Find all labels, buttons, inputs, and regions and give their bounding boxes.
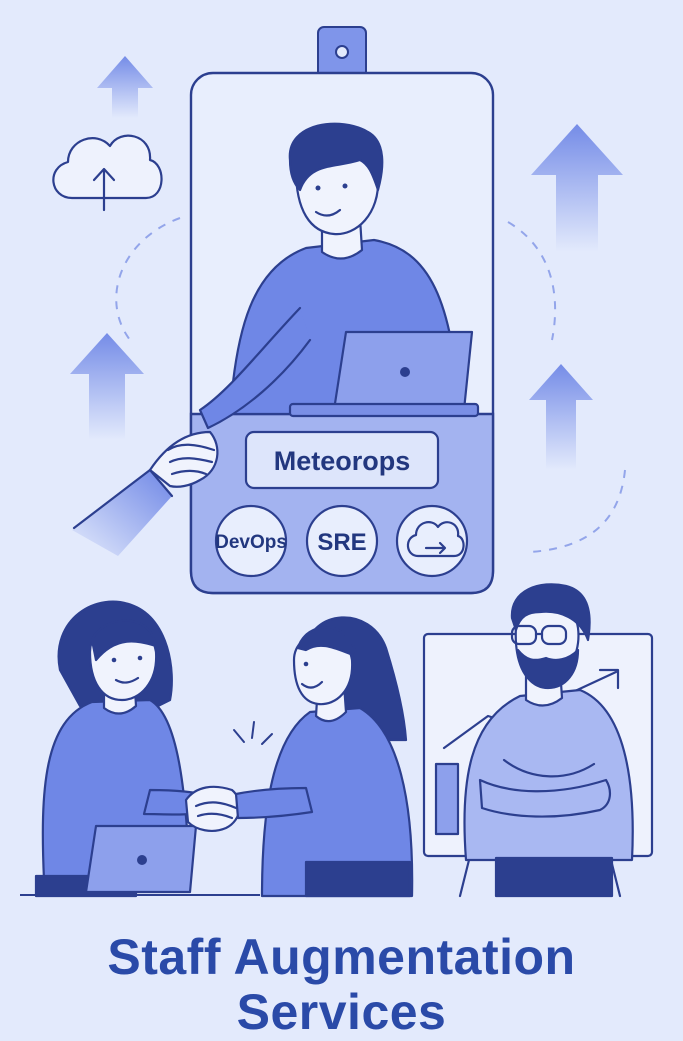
page-title-line-1: Staff Augmentation	[107, 929, 576, 985]
woman-middle-figure	[234, 616, 414, 898]
sparkle-icon	[233, 721, 273, 745]
man-right-figure	[463, 583, 634, 898]
company-name: Meteorops	[274, 446, 411, 476]
laptop-icon	[84, 824, 198, 894]
handshake-icon	[184, 785, 241, 832]
skill-badge-sre: SRE	[305, 504, 379, 578]
page-title-line-2: Services	[236, 984, 447, 1040]
dashed-connector	[115, 217, 626, 553]
handshake-icon	[72, 430, 219, 556]
cloud-sync-icon	[406, 521, 465, 558]
laptop-icon	[288, 330, 480, 418]
arrow-up-icon	[531, 124, 623, 252]
cloud-upload-icon	[52, 134, 163, 212]
skill-badge-cloud	[395, 504, 469, 578]
arrow-up-icon	[97, 56, 153, 118]
skill-label: SRE	[317, 529, 366, 556]
skill-badge-devops: DevOps	[214, 504, 288, 578]
arrow-up-icon	[70, 333, 144, 440]
arrow-up-icon	[529, 364, 593, 470]
company-label: Meteorops	[244, 430, 440, 490]
skill-label: DevOps	[215, 532, 287, 553]
